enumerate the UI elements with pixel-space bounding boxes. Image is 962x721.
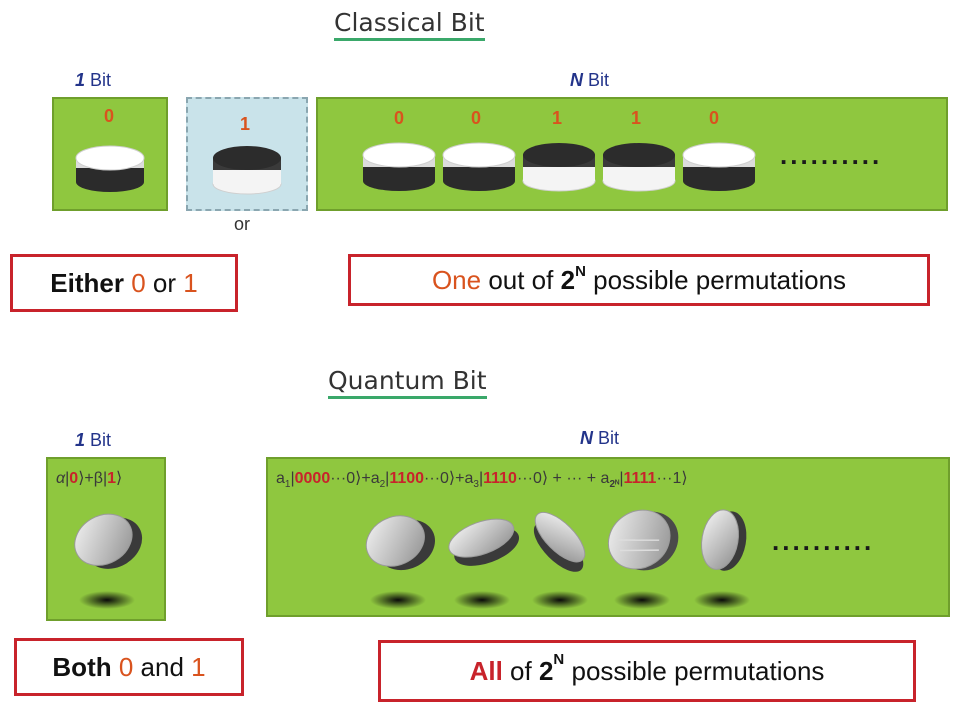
formula-text: ···0⟩+a	[424, 470, 473, 487]
caption-highlight: One	[432, 265, 481, 296]
caption-text: Both	[52, 652, 118, 683]
ket-zero: 0	[69, 470, 78, 487]
caption-text: of	[503, 656, 539, 687]
coin-black-top-icon	[520, 135, 598, 193]
bit-count: 1	[75, 70, 85, 90]
caption-zero: 0	[119, 652, 133, 683]
ket-one: 1	[107, 470, 116, 487]
bit-count: 1	[75, 430, 85, 450]
coin-black-top-icon	[208, 138, 286, 196]
basis-state: 1111	[624, 470, 657, 487]
coin-black-top-icon	[600, 135, 678, 193]
tilted-qubit-coin-icon	[64, 500, 150, 612]
classical-nbit-label: N Bit	[570, 70, 609, 91]
bit-digit: 0	[456, 108, 496, 129]
bit-digit: 1	[537, 108, 577, 129]
bit-digit: 1	[225, 114, 265, 135]
formula-subscript: 2ᴺ	[609, 479, 619, 490]
caption-base: 2	[539, 656, 553, 687]
tilted-qubit-coin-icon	[680, 496, 764, 612]
caption-exponent: N	[553, 651, 564, 668]
caption-text: possible permutations	[564, 656, 824, 687]
classical-bit-title: Classical Bit	[334, 8, 485, 41]
caption-base: 2	[561, 265, 575, 296]
caption-text: out of	[481, 265, 561, 296]
quantum-bit-title: Quantum Bit	[328, 366, 487, 399]
formula-text: ···0⟩ + ··· + a	[517, 470, 609, 487]
basis-state: 1100	[389, 470, 424, 487]
formula-text: ···1⟩	[656, 470, 687, 487]
coin-white-top-icon	[360, 135, 438, 193]
classical-caption-either: Either 0 or 1	[10, 254, 238, 312]
caption-highlight: All	[470, 656, 503, 687]
bit-word: Bit	[588, 70, 609, 90]
qubit-state-formula: α|0⟩+β|1⟩	[56, 468, 122, 488]
coin-white-top-icon	[680, 135, 758, 193]
superposition-formula: a1|0000···0⟩+a2|1100···0⟩+a3|1110···0⟩ +…	[276, 468, 688, 490]
formula-text: ⟩+β|	[78, 470, 107, 487]
formula-text: a	[276, 470, 285, 487]
caption-text: Either	[50, 268, 131, 299]
formula-text: ⟩	[116, 470, 122, 487]
tilted-qubit-coin-icon	[518, 496, 602, 612]
or-label: or	[234, 214, 250, 235]
formula-text: ···0⟩+a	[330, 470, 379, 487]
tilted-qubit-coin-icon	[440, 500, 524, 612]
quantum-caption-both: Both 0 and 1	[14, 638, 244, 696]
bit-digit: 0	[89, 106, 129, 127]
caption-exponent: N	[575, 263, 586, 280]
bit-digit: 0	[694, 108, 734, 129]
caption-zero: 0	[131, 268, 145, 299]
tilted-qubit-coin-icon	[356, 500, 440, 612]
caption-one: 1	[191, 652, 205, 683]
ellipsis-dots: ..........	[772, 526, 874, 557]
caption-text: and	[133, 652, 191, 683]
quantum-nbit-label: N Bit	[580, 428, 619, 449]
bit-count: N	[570, 70, 583, 90]
caption-text: possible permutations	[586, 265, 846, 296]
coin-white-top-icon	[72, 138, 148, 194]
bit-word: Bit	[90, 70, 111, 90]
bit-count: N	[580, 428, 593, 448]
alpha-symbol: α	[56, 470, 65, 487]
tilted-qubit-coin-icon	[600, 496, 684, 612]
bit-digit: 0	[379, 108, 419, 129]
bit-digit: 1	[616, 108, 656, 129]
quantum-1bit-label: 1 Bit	[75, 430, 111, 451]
bit-word: Bit	[598, 428, 619, 448]
basis-state: 0000	[295, 470, 331, 487]
caption-one: 1	[183, 268, 197, 299]
basis-state: 1110	[483, 470, 517, 487]
ellipsis-dots: ..........	[780, 140, 882, 171]
bit-word: Bit	[90, 430, 111, 450]
coin-white-top-icon	[440, 135, 518, 193]
caption-text: or	[146, 268, 184, 299]
classical-1bit-label: 1 Bit	[75, 70, 111, 91]
